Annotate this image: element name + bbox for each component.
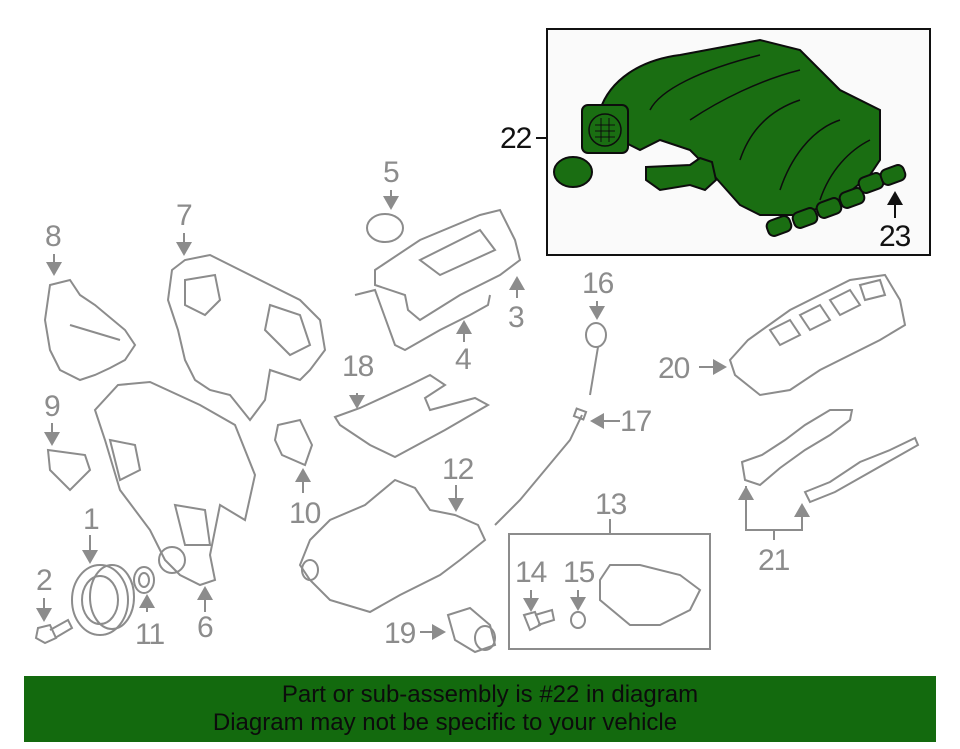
callout-18[interactable]: 18 [342,350,374,383]
callout-20[interactable]: 20 [658,352,690,385]
callout-19[interactable]: 19 [384,617,416,650]
part-19-oil-filter[interactable] [420,606,497,654]
callout-1[interactable]: 1 [83,503,100,536]
callout-16[interactable]: 16 [582,267,614,300]
info-banner: Part or sub-assembly is #22 in diagram D… [24,676,936,742]
callout-13[interactable]: 13 [595,488,627,521]
callout-23[interactable]: 23 [879,220,911,253]
part-20-lower-intake-manifold[interactable] [699,273,907,397]
part-14-drain-plug[interactable] [522,590,556,632]
banner-disclaimer: Diagram may not be specific to your vehi… [212,709,678,736]
callout-17[interactable]: 17 [620,405,652,438]
part-12-upper-oil-pan[interactable] [298,478,487,614]
callout-8[interactable]: 8 [45,220,62,253]
part-7-rear-timing-cover[interactable] [166,233,327,422]
callout-21[interactable]: 21 [758,544,790,577]
part-11-front-seal[interactable] [133,566,155,612]
part-9-gasket[interactable] [44,423,92,492]
part-2-pulley-bolt[interactable] [34,598,74,645]
part-13-lower-oil-pan-kit[interactable] [508,519,711,650]
part-6-front-timing-cover[interactable] [93,380,257,612]
banner-part-info: Part or sub-assembly is #22 in diagram [281,681,699,708]
part-21-intake-gaskets[interactable] [738,409,920,540]
callout-7[interactable]: 7 [176,199,193,232]
callout-14[interactable]: 14 [515,556,547,589]
callout-12[interactable]: 12 [442,453,474,486]
callout-4[interactable]: 4 [455,343,472,376]
part-5-oil-filler-cap[interactable] [366,190,404,243]
intake-manifold-assembly-22[interactable] [536,28,931,256]
callout-15[interactable]: 15 [563,556,595,589]
part-4-valve-cover-gasket[interactable] [354,288,491,352]
callout-9[interactable]: 9 [44,390,61,423]
part-18-baffle-plate[interactable] [333,373,491,459]
part-3-valve-cover[interactable] [374,208,525,322]
part-17-dipstick-tube[interactable] [494,407,620,526]
callout-2[interactable]: 2 [36,564,53,597]
part-15-drain-washer[interactable] [570,590,586,629]
callout-3[interactable]: 3 [508,301,525,334]
part-8-water-pump[interactable] [43,254,137,382]
callout-11[interactable]: 11 [135,618,165,651]
callout-10[interactable]: 10 [289,497,321,530]
callout-5[interactable]: 5 [383,156,400,189]
part-16-oil-dipstick[interactable] [585,301,607,396]
callout-22[interactable]: 22 [500,122,532,155]
part-1-crankshaft-pulley[interactable] [71,535,135,636]
callout-6[interactable]: 6 [197,611,214,644]
part-10-gasket[interactable] [273,418,314,493]
